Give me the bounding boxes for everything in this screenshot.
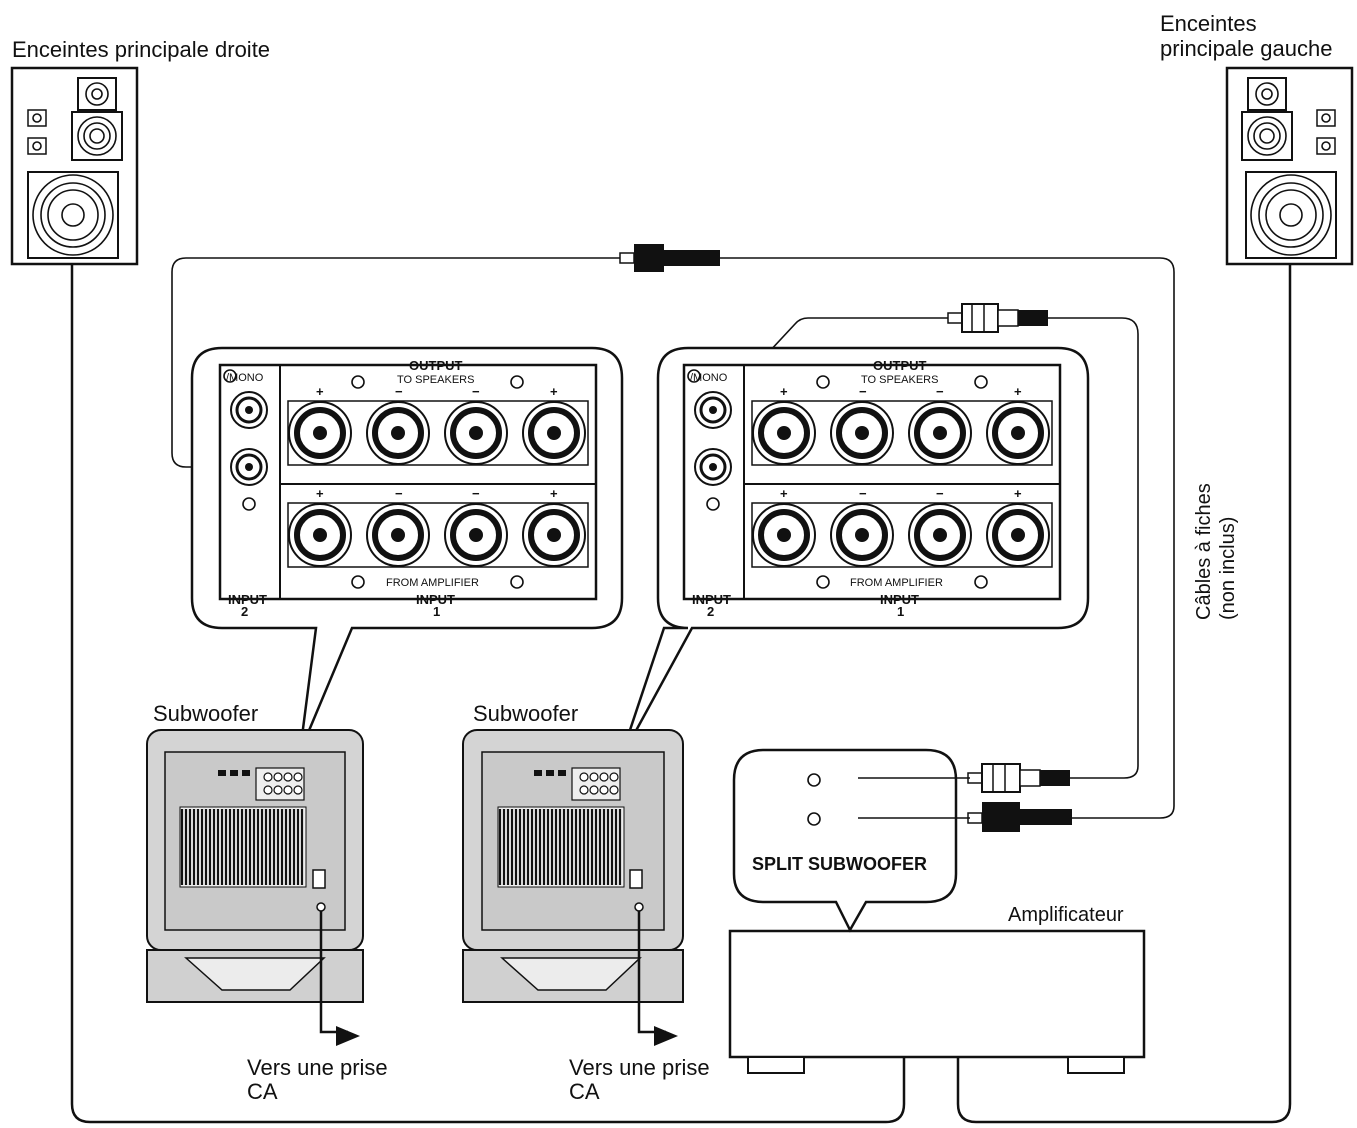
left-speaker-label-line1: Enceintes: [1160, 11, 1257, 36]
rca-plug-left-bottom: [967, 763, 1070, 793]
panel-left-channel-marks: [223, 369, 524, 589]
split-subwoofer-label: SPLIT SUBWOOFER: [752, 854, 927, 874]
subwoofer-grille-2: [498, 809, 622, 885]
output-terminal-right-2: [830, 401, 894, 465]
input-terminal-right-2: [830, 503, 894, 567]
from-amplifier-label-left: FROM AMPLIFIER: [386, 577, 479, 589]
svg-text:+: +: [316, 384, 324, 399]
amplifier: [728, 929, 1146, 1074]
svg-text:+: +: [1014, 384, 1022, 399]
svg-text:−: −: [936, 384, 944, 399]
output-terminal-right-4: [986, 401, 1050, 465]
left-main-speaker: [1225, 66, 1354, 266]
input1-label-right: INPUT: [880, 592, 919, 607]
svg-text:−: −: [472, 486, 480, 501]
power-arrow-left: [336, 1026, 360, 1046]
power-left-line1: Vers une prise: [247, 1055, 388, 1080]
svg-text:+: +: [780, 384, 788, 399]
to-speakers-label-left: TO SPEAKERS: [397, 374, 474, 386]
terminal-group: [230, 391, 1050, 838]
rca-plug-right-bottom: [967, 802, 1072, 832]
power-right-line2: CA: [569, 1079, 600, 1104]
rca-plug-right-top: [619, 244, 720, 272]
svg-text:−: −: [859, 486, 867, 501]
split-jack-leads: [858, 777, 970, 819]
rca-plug-left-top: [947, 303, 1048, 333]
input1-num-left: 1: [433, 604, 440, 619]
output-terminal-left-3: [444, 401, 508, 465]
subwoofer-mini-terminals-2: [534, 770, 619, 795]
output-terminal-right-3: [908, 401, 972, 465]
svg-text:+: +: [550, 486, 558, 501]
rca-cable-right-channel: [171, 257, 1175, 819]
output-terminal-left-4: [522, 401, 586, 465]
power-right-line1: Vers une prise: [569, 1055, 710, 1080]
svg-text:+: +: [1014, 486, 1022, 501]
rca-cable-left-channel: [714, 317, 1139, 779]
left-speaker-label-line2: principale gauche: [1160, 36, 1332, 61]
input-terminal-left-3: [444, 503, 508, 567]
input1-num-right: 1: [897, 604, 904, 619]
svg-text:−: −: [472, 384, 480, 399]
right-main-speaker: [10, 66, 139, 266]
cable-label: Câbles à fiches (non inclus): [1193, 483, 1239, 620]
input-terminal-right-4: [986, 503, 1050, 567]
right-speaker-label: Enceintes principale droite: [12, 37, 270, 62]
to-speakers-label-right: TO SPEAKERS: [861, 374, 938, 386]
svg-text:−: −: [936, 486, 944, 501]
speaker-wire-right: [70, 262, 906, 1124]
subwoofer-grille-1: [180, 809, 304, 885]
input1-label-left: INPUT: [416, 592, 455, 607]
output-label-left: OUTPUT: [409, 358, 463, 373]
output-label-right: OUTPUT: [873, 358, 927, 373]
speaker-wire-left: [956, 262, 1292, 1124]
input-terminal-right-3: [908, 503, 972, 567]
input2-label-right: INPUT: [692, 592, 731, 607]
rca-jack-mono-left: [230, 391, 268, 429]
panel-right-polarity: + − − + + − − +: [780, 384, 1022, 501]
output-terminal-left-1: [288, 401, 352, 465]
cable-label-line2: (non inclus): [1217, 517, 1239, 620]
rca-jack-r-left: [230, 448, 268, 486]
input-terminal-left-2: [366, 503, 430, 567]
svg-text:−: −: [395, 486, 403, 501]
panel-right-channel-marks: [687, 369, 988, 589]
rca-jack-mono-right: [694, 391, 732, 429]
subwoofer-left-label: Subwoofer: [153, 701, 258, 726]
svg-text:+: +: [550, 384, 558, 399]
subwoofer-right-label: Subwoofer: [473, 701, 578, 726]
input-terminal-left-4: [522, 503, 586, 567]
svg-text:+: +: [780, 486, 788, 501]
output-terminal-right-1: [752, 401, 816, 465]
panel-left-polarity: + − − + + − − +: [316, 384, 558, 501]
input-terminal-left-1: [288, 503, 352, 567]
cable-label-line1: Câbles à fiches: [1193, 483, 1215, 620]
rca-jack-r-right: [694, 448, 732, 486]
from-amplifier-label-right: FROM AMPLIFIER: [850, 577, 943, 589]
power-left-line2: CA: [247, 1079, 278, 1104]
input2-num-left: 2: [241, 604, 248, 619]
svg-text:−: −: [859, 384, 867, 399]
power-arrow-right: [654, 1026, 678, 1046]
amplifier-label: Amplificateur: [1008, 904, 1124, 926]
split-subwoofer-callout: [732, 748, 958, 933]
subwoofer-mini-terminals-1: [218, 770, 303, 795]
svg-text:−: −: [395, 384, 403, 399]
input2-num-right: 2: [707, 604, 714, 619]
svg-text:+: +: [316, 486, 324, 501]
subwoofer-grilles: [180, 770, 622, 885]
input2-label-left: INPUT: [228, 592, 267, 607]
output-terminal-left-2: [366, 401, 430, 465]
input-terminal-right-1: [752, 503, 816, 567]
